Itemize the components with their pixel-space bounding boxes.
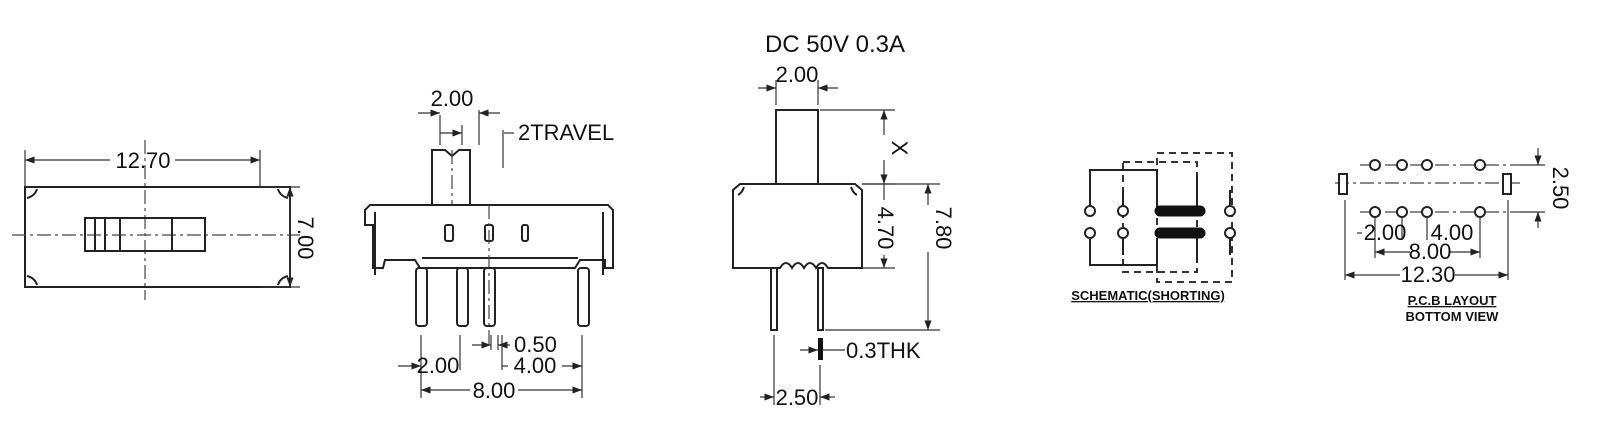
schematic-caption: SCHEMATIC(SHORTING) — [1071, 288, 1225, 303]
switch-body-outline — [24, 186, 291, 288]
mounting-slot — [1338, 173, 1348, 195]
pcb-pitch-small-dimension: 2.00 — [1364, 220, 1407, 245]
pin-spacing-dimension: 2.50 — [776, 385, 819, 410]
top-view: 12.70 7.00 — [12, 140, 318, 300]
slider-actuator — [84, 217, 206, 252]
actuator — [431, 149, 471, 206]
pcb-caption-line2: BOTTOM VIEW — [1406, 309, 1500, 324]
rating-label: DC 50V 0.3A — [765, 31, 905, 58]
pin-span-dimension: 8.00 — [473, 378, 516, 403]
corner-marks — [26, 188, 289, 286]
pin-thickness-dimension: 0.3THK — [846, 338, 921, 363]
pcb-caption-line1: P.C.B LAYOUT — [1408, 293, 1497, 308]
pin-pitch-small-dimension: 2.00 — [417, 353, 460, 378]
switch-body — [732, 183, 863, 270]
pcb-layout: 2.50 2.00 4.00 8.00 12.30 P.C.B LAYOUT B… — [1335, 148, 1573, 324]
pcb-overall-dimension: 12.30 — [1400, 262, 1455, 287]
pin-pitch-large-dimension: 4.00 — [514, 353, 557, 378]
height-dimension: 7.00 — [293, 217, 318, 260]
terminals — [1084, 205, 1236, 239]
end-view: DC 50V 0.3A 2.00 X 4.70 7.80 0.3THK 2.5 — [732, 31, 956, 410]
width-dimension: 12.70 — [115, 148, 170, 173]
pcb-pitch-large-dimension: 4.00 — [1431, 220, 1474, 245]
travel-label: 2TRAVEL — [518, 120, 614, 145]
schematic: SCHEMATIC(SHORTING) — [1071, 152, 1236, 303]
actuator — [775, 109, 819, 185]
pcb-span-dimension: 8.00 — [1409, 239, 1452, 264]
row-spacing-dimension: 2.50 — [1548, 167, 1573, 210]
pin-width-dimension: 0.50 — [514, 332, 557, 357]
pins — [415, 267, 590, 327]
pcb-holes — [1369, 159, 1486, 218]
mounting-slot — [1502, 173, 1512, 195]
actuator-height-dimension: X — [887, 141, 912, 156]
body-height-dimension: 4.70 — [873, 207, 898, 250]
actuator-width-dimension: 2.00 — [431, 86, 474, 111]
actuator-width-dimension: 2.00 — [776, 62, 819, 87]
total-height-dimension: 7.80 — [931, 207, 956, 250]
side-view: 2.00 2TRAVEL 0.50 2.00 4.00 8.00 — [364, 86, 614, 403]
